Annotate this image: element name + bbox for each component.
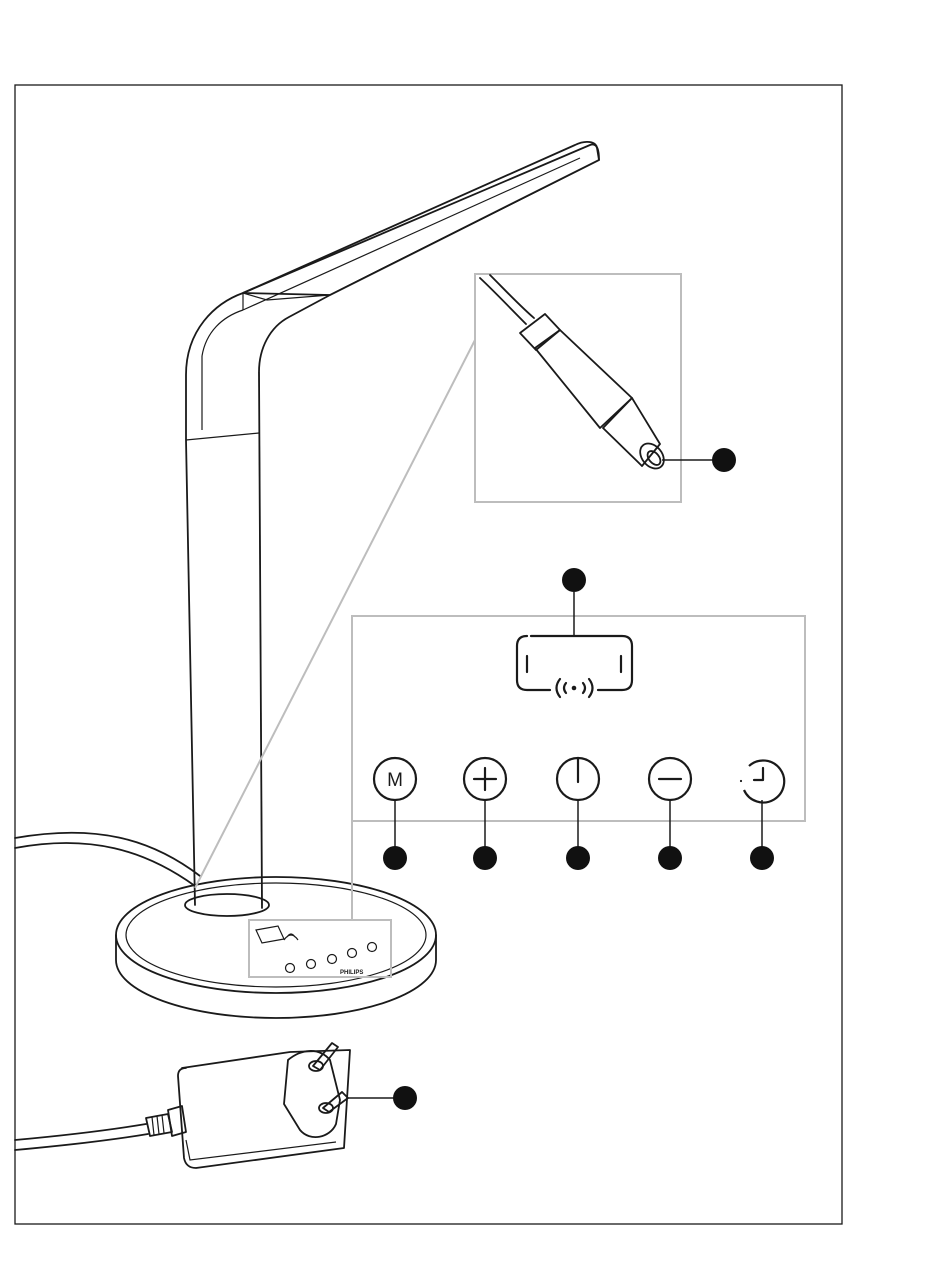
dc-connector-icon [480, 275, 669, 473]
lamp-power-cable [15, 843, 195, 886]
wireless-charging-icon [517, 636, 632, 697]
figure-frame [15, 85, 842, 1224]
base-brand-label: PHILIPS [340, 970, 363, 976]
timer-button[interactable] [741, 760, 784, 802]
callout-marker-mode [383, 846, 407, 870]
callout-marker-brightness-up [473, 846, 497, 870]
mode-button[interactable]: M [374, 758, 416, 800]
base-panel-highlight-box [249, 920, 391, 977]
callout-marker-timer [750, 846, 774, 870]
brightness-up-button[interactable] [464, 758, 506, 800]
base-control-panel: PHILIPS [256, 926, 377, 976]
brightness-down-button[interactable] [649, 758, 691, 800]
callout-marker-mains-plug [393, 1086, 417, 1110]
lamp-base [116, 877, 436, 1018]
power-button[interactable] [557, 758, 599, 800]
mode-button-label: M [387, 770, 403, 791]
callout-marker-power [566, 846, 590, 870]
callout-marker-wireless-charging [562, 568, 586, 592]
callout-marker-dc-plug [712, 448, 736, 472]
power-adapter-icon [15, 1043, 350, 1168]
callout-marker-brightness-down [658, 846, 682, 870]
